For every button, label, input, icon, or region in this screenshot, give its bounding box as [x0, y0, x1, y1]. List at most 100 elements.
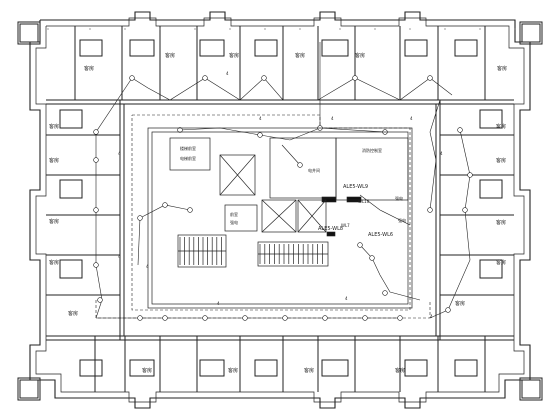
room-label-guest: 客房: [49, 259, 59, 266]
corner-column: [519, 377, 543, 401]
light-fixture: [352, 75, 358, 81]
light-fixture: [162, 315, 168, 321]
room-label-guest: 客房: [497, 65, 507, 72]
light-fixture: [97, 297, 103, 303]
room-label-guest: 客房: [142, 367, 152, 374]
circuit-number: 4: [440, 151, 443, 156]
light-fixture: [382, 290, 388, 296]
room-label-small: 强电: [230, 219, 238, 225]
circuit-number: 4: [331, 116, 334, 121]
circuit-number: 4: [226, 71, 229, 76]
equipment-room: [335, 137, 409, 201]
wire-run: [95, 77, 133, 133]
room-label-guest: 客房: [49, 157, 59, 164]
corner-column: [17, 21, 41, 45]
light-fixture: [137, 315, 143, 321]
column-grid: [47, 28, 516, 30]
bathroom-box: [129, 359, 155, 377]
room-label-guest: 客房: [496, 123, 506, 130]
light-fixtures: [93, 75, 473, 321]
light-fixture: [357, 242, 363, 248]
circuit-number: 4: [146, 264, 149, 269]
bathroom-box: [479, 109, 503, 129]
circuit-number: 4: [259, 116, 262, 121]
circuit-number: 4: [217, 301, 220, 306]
wire-run: [359, 244, 421, 301]
room-label-guest: 客房: [304, 367, 314, 374]
wire-run: [429, 99, 441, 211]
light-fixture: [362, 315, 368, 321]
bathroom-box: [59, 259, 83, 279]
circuit-number: 4: [430, 314, 433, 319]
corner-column-inner: [521, 23, 541, 43]
light-fixture: [397, 315, 403, 321]
room-label-small: 强电: [398, 217, 406, 223]
bathroom-box: [404, 359, 428, 377]
light-fixture: [202, 315, 208, 321]
room-label-guest: 客房: [496, 259, 506, 266]
corner-column: [519, 21, 543, 45]
light-fixture: [177, 127, 183, 133]
bathroom-box: [79, 359, 103, 377]
room-label-guest: 客房: [228, 367, 238, 374]
elevator-cross: [261, 199, 297, 233]
elevator-shaft: [261, 199, 297, 233]
corner-column: [17, 377, 41, 401]
small-room: [224, 204, 258, 232]
bathroom-box: [129, 39, 155, 57]
room-label-guest: 客房: [84, 65, 94, 72]
elevator-cross: [219, 154, 256, 196]
stair-lobby-room: [169, 137, 211, 171]
circuit-number: 4: [410, 116, 413, 121]
electrical-room: [269, 137, 337, 199]
room-label-equipment: 消防控制室: [362, 147, 382, 153]
light-fixture: [457, 127, 463, 133]
light-fixture: [93, 129, 99, 135]
light-fixture: [322, 315, 328, 321]
bathroom-box: [454, 359, 478, 377]
corner-column-inner: [19, 23, 39, 43]
bathroom-box: [59, 179, 83, 199]
building-core: [147, 127, 413, 309]
inner-wall: [35, 17, 525, 403]
panel-label: ALE5-WL9: [343, 184, 368, 190]
light-fixture: [445, 307, 451, 313]
room-label-guest: 客房: [496, 219, 506, 226]
corner-column-inner: [521, 379, 541, 399]
wire-run: [281, 144, 301, 166]
room-label-electrical: 电井间: [308, 167, 320, 173]
light-fixture: [427, 207, 433, 213]
light-fixture: [162, 202, 168, 208]
light-fixture: [187, 207, 193, 213]
core-dashed-boundary: [95, 114, 431, 319]
circuit-number: 4: [345, 296, 348, 301]
room-label-corridor: 前室: [230, 211, 238, 217]
light-fixture: [93, 157, 99, 163]
light-fixture: [282, 315, 288, 321]
room-label-elevator-lobby: 电梯前室: [180, 155, 196, 161]
room-label-stair-lobby: 楼梯前室: [180, 145, 196, 151]
dashed-run: [95, 300, 431, 319]
light-fixture: [467, 172, 473, 178]
elevator-shaft: [219, 154, 256, 196]
room-label-small: 强电: [395, 195, 403, 201]
bathroom-box: [254, 39, 278, 57]
bathroom-box: [321, 39, 349, 57]
bathroom-box: [199, 359, 225, 377]
room-label-guest: 客房: [355, 52, 365, 59]
light-fixture: [93, 207, 99, 213]
light-fixture: [137, 215, 143, 221]
panel-tag: WL10: [358, 199, 370, 204]
circuit-number: 4: [118, 151, 121, 156]
light-fixture: [261, 75, 267, 81]
light-fixture: [297, 162, 303, 168]
light-fixture: [369, 255, 375, 261]
bathroom-box: [199, 39, 225, 57]
room-label-guest: 客房: [395, 367, 405, 374]
room-label-guest: 客房: [49, 123, 59, 130]
light-fixture: [129, 75, 135, 81]
room-label-guest: 客房: [295, 52, 305, 59]
light-fixture: [257, 132, 263, 138]
elevator-shaft: [297, 199, 327, 233]
bathroom-box: [321, 359, 349, 377]
